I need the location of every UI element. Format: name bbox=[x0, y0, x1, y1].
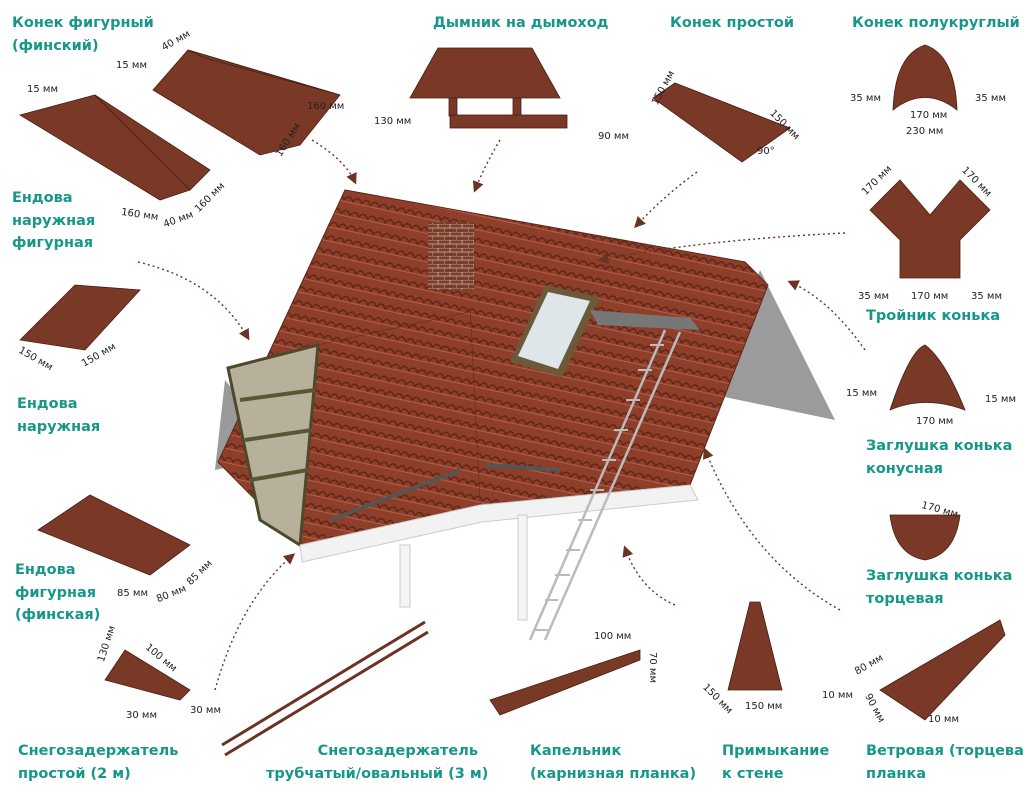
dim-label: 15 мм bbox=[116, 60, 147, 71]
dim-label: 15 мм bbox=[985, 394, 1016, 405]
dim-label: 90 мм bbox=[598, 131, 629, 142]
dim-label: 70 мм bbox=[647, 652, 658, 683]
dim-label: 170 мм bbox=[916, 416, 954, 427]
title-dymnik: Дымник на дымоход bbox=[433, 15, 609, 31]
dim-label: 35 мм bbox=[971, 291, 1002, 302]
dim-label: 30 мм bbox=[190, 705, 221, 716]
dim-label: 130 мм bbox=[374, 116, 412, 127]
dim-label: 170 мм bbox=[911, 291, 949, 302]
dim-label: 35 мм bbox=[850, 93, 881, 104]
title-vetrovaya-planka: Ветровая (торцевая)планка bbox=[866, 743, 1024, 782]
dim-label: 160 мм bbox=[307, 101, 345, 112]
dim-label: 35 мм bbox=[975, 93, 1006, 104]
snow-guard-tube-illustration bbox=[221, 620, 429, 757]
title-troynik-konka: Тройник конька bbox=[866, 308, 1001, 324]
title-konek-polukrugly: Конек полукруглый bbox=[852, 15, 1020, 31]
dim-label: 230 мм bbox=[906, 126, 944, 137]
dim-label: 10 мм bbox=[928, 714, 959, 725]
title-kapelnik: Капельник(карнизная планка) bbox=[530, 743, 697, 782]
dim-label: 15 мм bbox=[27, 84, 58, 95]
dim-label: 30 мм bbox=[126, 710, 157, 721]
pointer-arrows bbox=[137, 139, 866, 691]
dim-label: 15 мм bbox=[846, 388, 877, 399]
title-konek-figurny: Конек фигурный(финский) bbox=[12, 15, 154, 54]
product-illustrations bbox=[18, 44, 1006, 721]
dim-label: 150 мм bbox=[745, 701, 783, 712]
dim-label: 85 мм bbox=[117, 588, 148, 599]
dim-label: 35 мм bbox=[858, 291, 889, 302]
dim-label: 100 мм bbox=[594, 631, 632, 642]
dim-label: 10 мм bbox=[822, 690, 853, 701]
roof-illustration bbox=[215, 189, 835, 641]
dim-label: 170 мм bbox=[910, 110, 948, 121]
dim-label: 90° bbox=[757, 146, 775, 157]
title-konek-prostoy: Конек простой bbox=[670, 15, 795, 31]
